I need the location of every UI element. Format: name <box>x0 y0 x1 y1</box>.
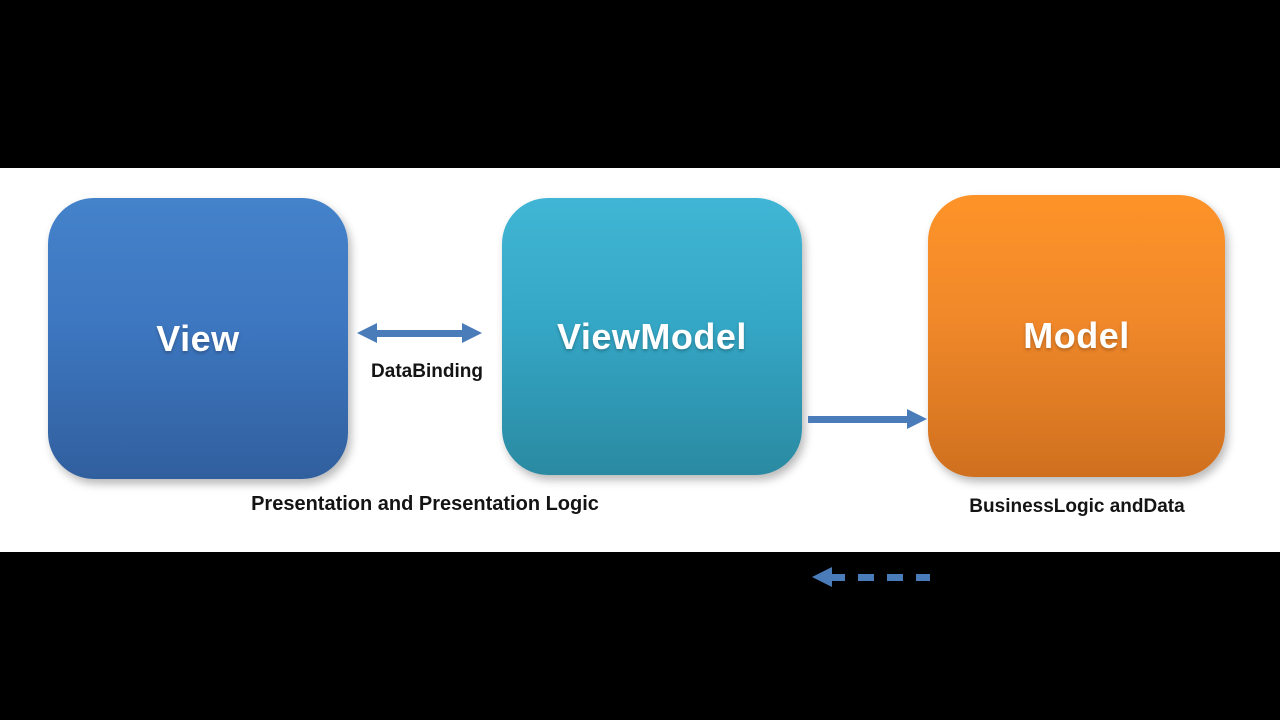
viewmodel-node-label: ViewModel <box>557 315 747 357</box>
model-caption: BusinessLogic andData <box>969 496 1185 517</box>
dashed-arrow-shaft <box>829 574 930 581</box>
top-letterbox <box>0 0 1280 168</box>
bottom-letterbox <box>0 552 1280 720</box>
arrow-shaft <box>808 416 912 423</box>
view-caption: Presentation and Presentation Logic <box>251 493 599 515</box>
arrowhead-right-icon <box>907 409 927 429</box>
view-node-label: View <box>156 317 240 359</box>
arrowhead-left-icon <box>357 323 377 343</box>
arrow-shaft <box>372 330 467 337</box>
arrowhead-left-icon <box>812 567 832 587</box>
model-node-label: Model <box>1023 315 1130 356</box>
viewmodel-node: ViewModel <box>502 198 802 475</box>
viewmodel-to-model-arrow-icon <box>808 409 927 429</box>
databinding-double-arrow-icon <box>357 322 482 344</box>
view-node: View <box>48 198 348 479</box>
databinding-label: DataBinding <box>371 361 483 382</box>
model-to-viewmodel-dashed-arrow-icon <box>812 567 930 587</box>
diagram-canvas: View ViewModel Model DataBinding Present… <box>0 168 1280 587</box>
arrowhead-right-icon <box>462 323 482 343</box>
model-node: Model <box>928 195 1225 477</box>
